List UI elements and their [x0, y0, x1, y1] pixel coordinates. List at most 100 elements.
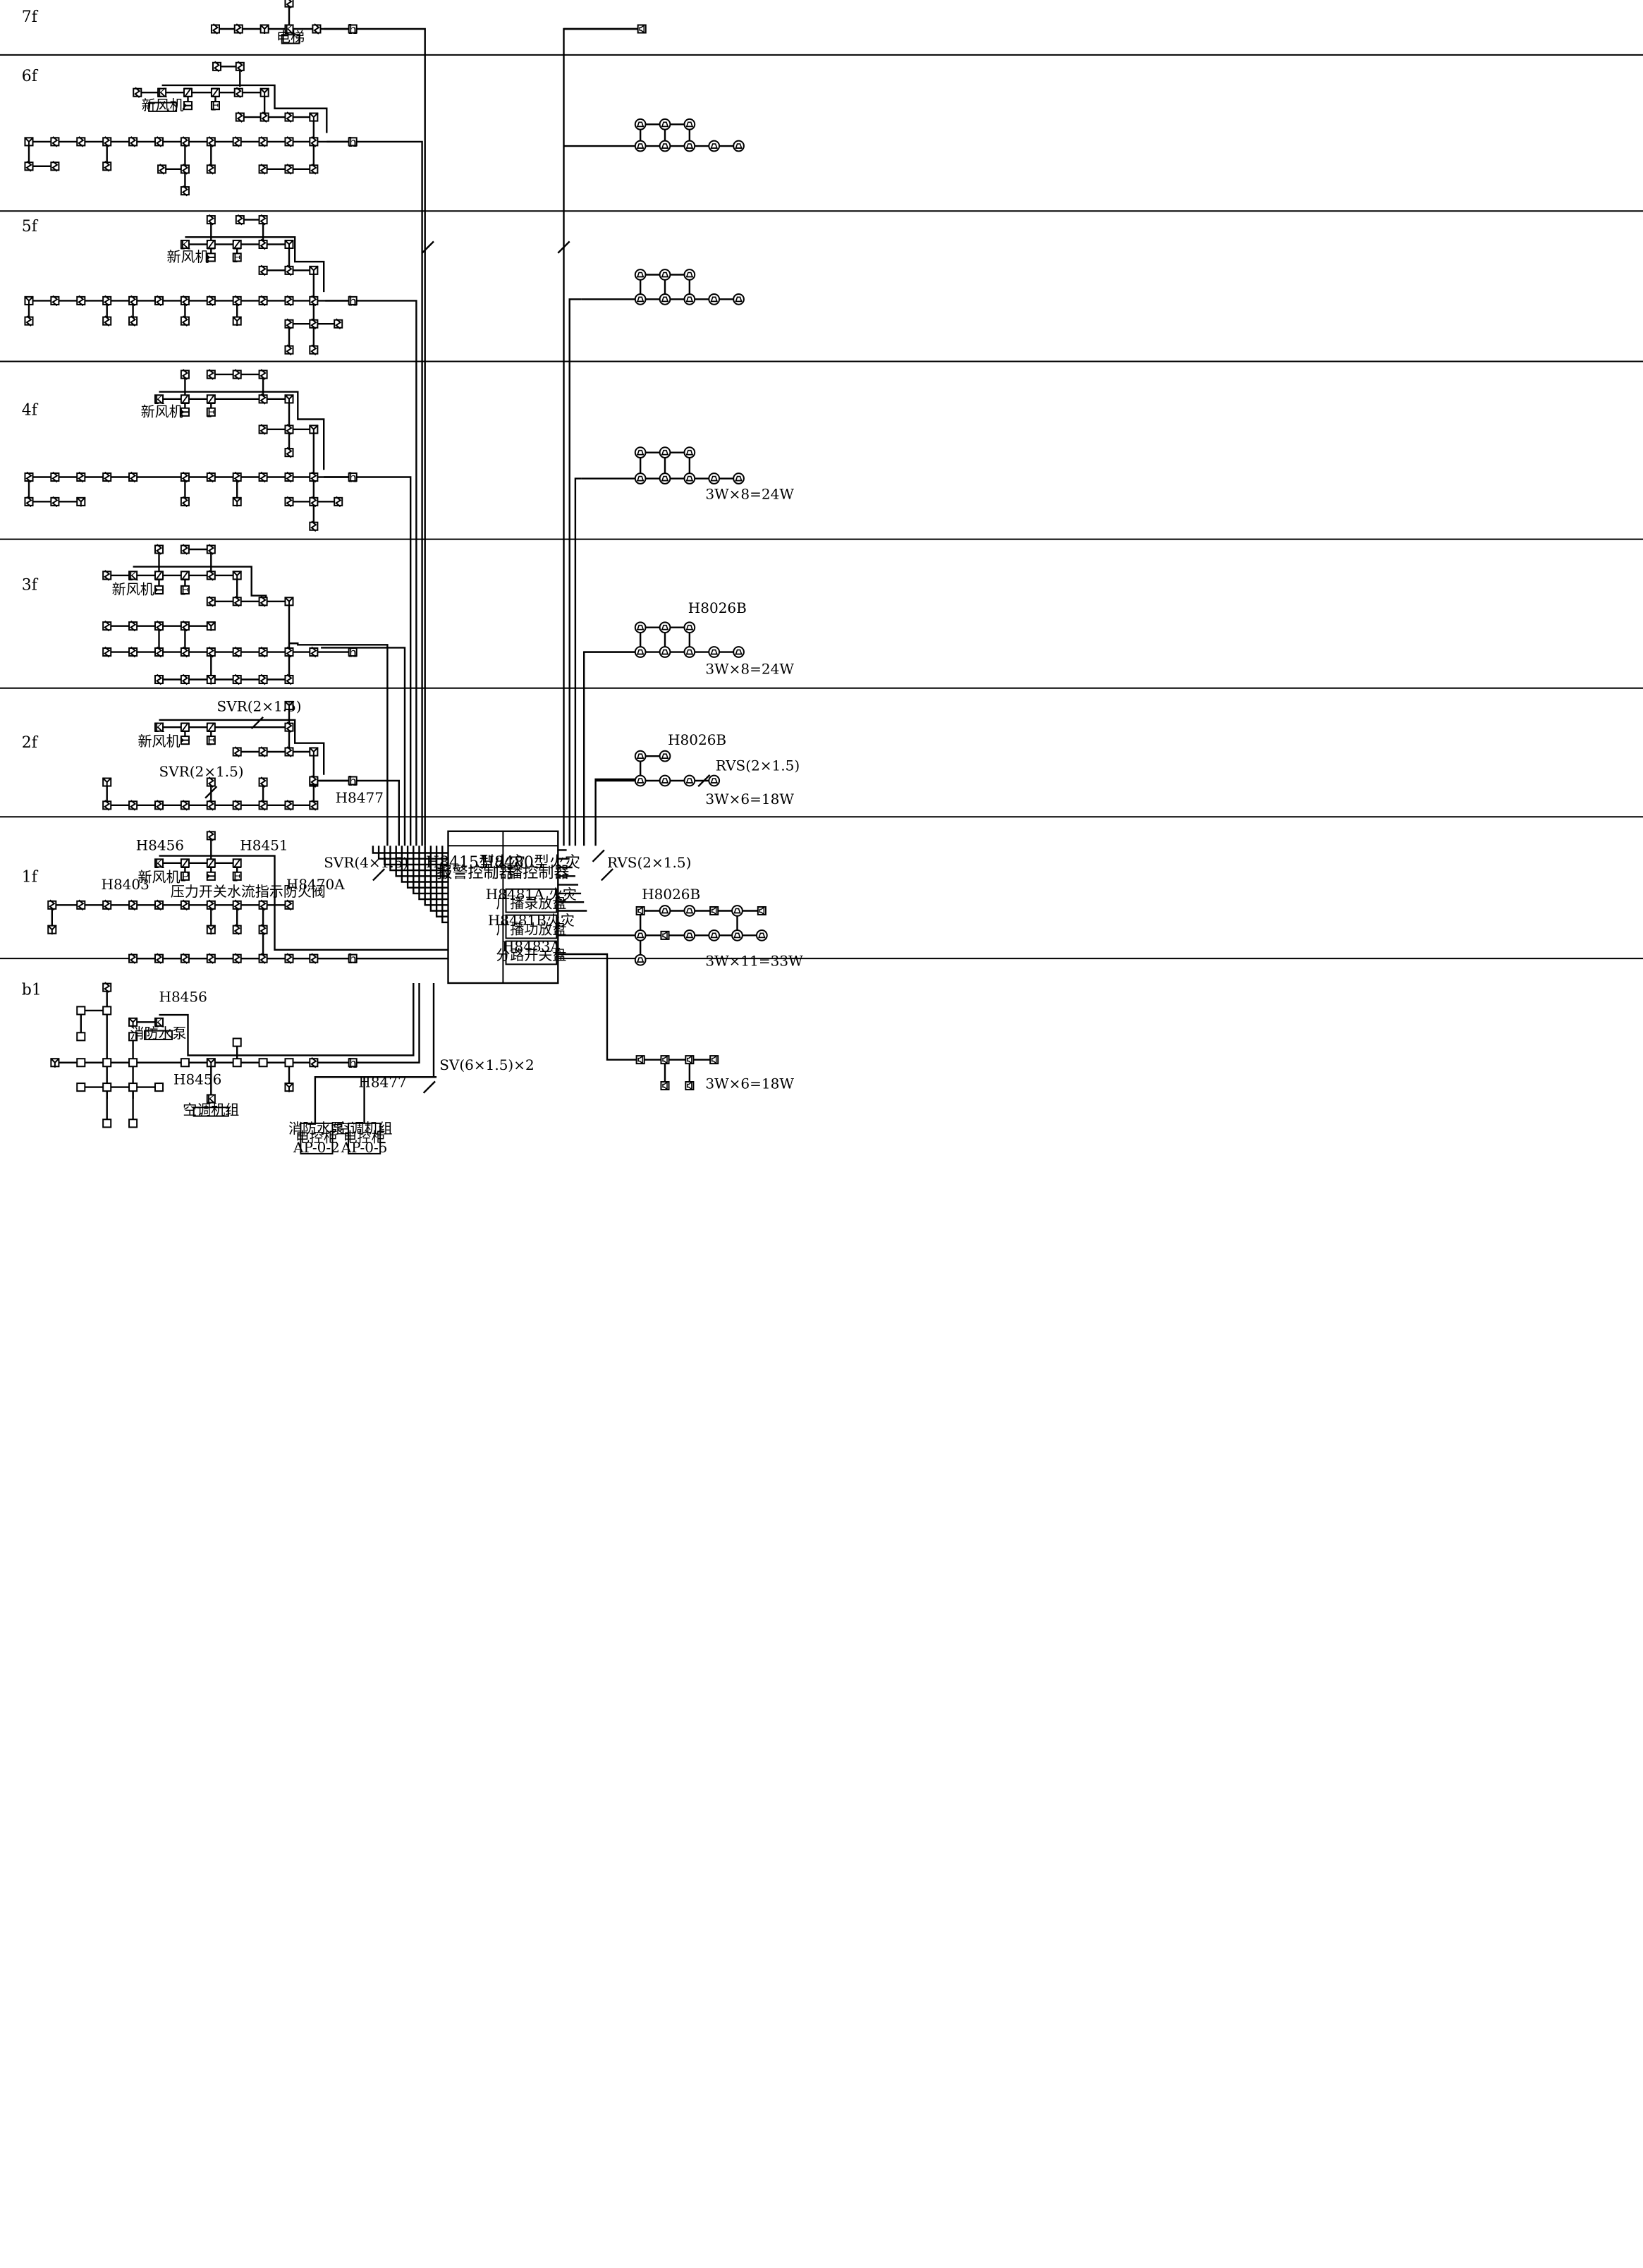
smoke-detector-icon: [309, 471, 319, 483]
device-model-label: H8026B: [688, 599, 747, 616]
manual-alarm-button-icon: [128, 1017, 138, 1028]
cable: [558, 953, 641, 1061]
smoke-detector-icon: [334, 318, 343, 329]
manual-alarm-button-icon: [232, 316, 242, 327]
smoke-detector-icon: [284, 318, 294, 329]
floor-label: 5f: [22, 218, 39, 236]
device-symbol-letter: h: [348, 470, 357, 486]
elevator-bus: [324, 28, 426, 846]
ceiling-speaker-icon: [731, 929, 743, 941]
smoke-detector-icon: [258, 394, 268, 405]
smoke-detector-icon: [76, 295, 86, 307]
smoke-detector-icon: [50, 295, 60, 307]
ceiling-speaker-icon: [659, 646, 671, 658]
power-note: 3W×8=24W: [705, 660, 794, 677]
manual-alarm-button-icon: [284, 700, 294, 711]
ceiling-speaker-icon: [634, 929, 647, 941]
smoke-detector-icon: [154, 544, 164, 555]
device-symbol-letter: F: [207, 733, 216, 749]
smoke-detector-icon: [258, 800, 268, 811]
smoke-detector-icon: [180, 164, 190, 175]
cable-tick-mark: [422, 1080, 436, 1094]
device-icon: Z: [183, 85, 193, 101]
device-symbol-letter: Z: [181, 392, 190, 408]
smoke-detector-icon: [180, 136, 190, 147]
device-model-label: H8026B: [642, 886, 700, 903]
ceiling-speaker-icon: [659, 774, 671, 787]
manual-alarm-button-icon: [206, 925, 216, 935]
device-icon: h: [348, 645, 358, 661]
smoke-detector-icon: [284, 800, 294, 811]
smoke-detector-icon: [235, 214, 245, 226]
smoke-detector-icon: [180, 295, 190, 307]
manual-alarm-button-icon: [259, 24, 269, 34]
smoke-detector-icon: [233, 23, 243, 35]
device-model-label: H8026B: [668, 731, 726, 748]
hydrant-button-icon: [180, 1058, 190, 1068]
cable: [159, 855, 451, 951]
smoke-detector-icon: [258, 295, 268, 307]
smoke-detector-icon: [102, 646, 112, 658]
smoke-detector-icon: [206, 953, 216, 964]
device-icon: [180, 407, 190, 417]
device-symbol-letter: h: [348, 774, 357, 789]
smoke-detector-icon: [206, 544, 216, 555]
manual-alarm-button-icon: [232, 571, 242, 580]
ceiling-speaker-icon: [683, 646, 696, 658]
manual-alarm-button-icon: [232, 496, 242, 507]
controller-feed: [372, 846, 448, 854]
smoke-detector-icon: [284, 295, 294, 307]
alarm-controller-title: H8415型火灾: [426, 854, 525, 872]
ac-unit-label: 空调机组: [183, 1102, 239, 1118]
smoke-detector-icon: [212, 61, 222, 73]
ceiling-speaker-icon: [708, 646, 721, 658]
manual-alarm-button-icon: [206, 621, 216, 631]
ceiling-speaker-icon: [683, 446, 696, 459]
device-icon: Z: [154, 568, 164, 584]
ceiling-speaker-icon: [683, 140, 696, 152]
smoke-detector-icon: [50, 496, 60, 508]
ceiling-speaker-icon: [634, 118, 647, 130]
ceiling-speaker-icon: [634, 774, 647, 787]
device-icon: [206, 252, 216, 262]
floor-divider-lines: [0, 54, 1643, 960]
ceiling-speaker-icon: [683, 472, 696, 484]
cable-spec-label: SVR(4×1.5): [324, 854, 408, 871]
smoke-detector-icon: [258, 924, 268, 935]
smoke-detector-icon: [309, 344, 319, 355]
device-icon: [206, 871, 216, 881]
smoke-detector-icon: [154, 295, 164, 307]
hydrant-button-icon: [128, 1083, 138, 1092]
device-icon: Z: [207, 237, 216, 252]
device-symbol-letter: h: [348, 1056, 357, 1071]
floor-label: 2f: [22, 734, 39, 752]
pump-control-cabinet: [300, 1122, 334, 1154]
smoke-detector-icon: [128, 471, 138, 483]
floor-label: 7f: [22, 8, 39, 26]
device-symbol-letter: K: [154, 1015, 164, 1030]
smoke-detector-icon: [102, 471, 112, 483]
cabinet-label: AP-0-2: [293, 1139, 340, 1156]
ac-unit-box: [193, 1106, 229, 1117]
smoke-detector-icon: [154, 646, 164, 658]
smoke-detector-icon: [102, 800, 112, 811]
cable-tick-mark: [204, 786, 218, 799]
smoke-detector-icon: [312, 23, 322, 35]
broadcast-riser-4f: [574, 477, 582, 846]
smoke-detector-icon: [102, 899, 112, 911]
device-symbol-letter: h: [348, 293, 357, 309]
alarm-controller-title: 报警控制器: [436, 864, 514, 882]
smoke-detector-icon: [102, 295, 112, 307]
hydrant-button-icon: [128, 1032, 138, 1042]
hydrant-button-icon: [76, 1058, 86, 1068]
smoke-detector-icon: [232, 953, 242, 964]
cable-tick-mark: [600, 868, 614, 882]
smoke-detector-icon: [232, 471, 242, 483]
smoke-detector-icon: [180, 496, 190, 508]
cable-tick-mark: [421, 240, 434, 254]
smoke-detector-icon: [206, 471, 216, 483]
manual-alarm-button-icon: [206, 1058, 216, 1068]
fresh-air-unit-label: 新风机: [112, 581, 154, 598]
hydrant-button-icon: [76, 1083, 86, 1092]
